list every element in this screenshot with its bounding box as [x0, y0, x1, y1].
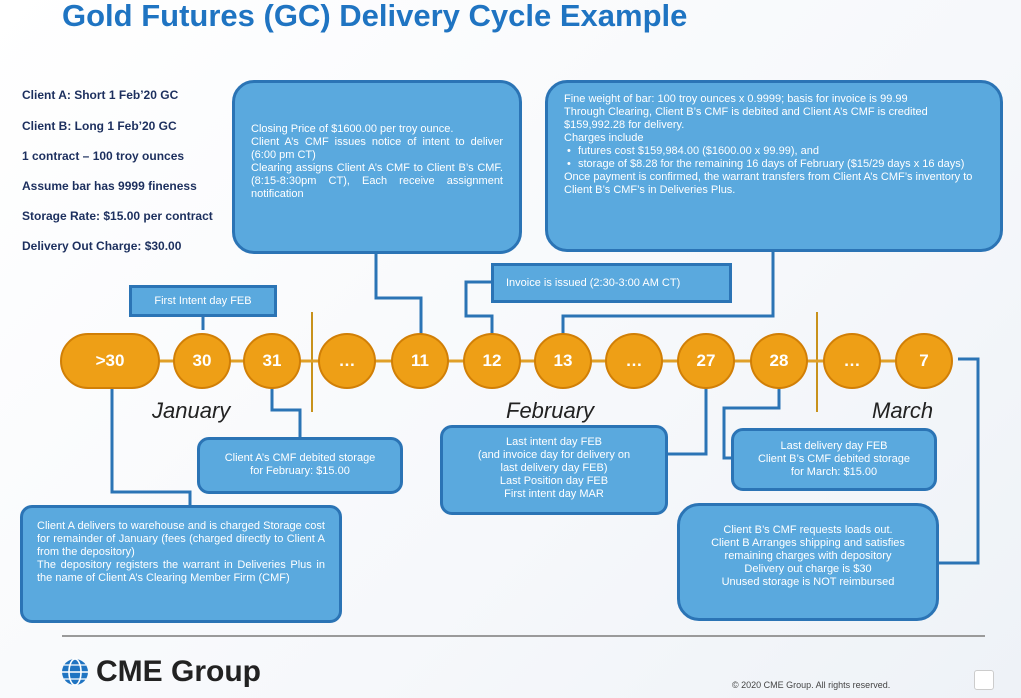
timeline-node: 11	[391, 333, 449, 389]
timeline-node: …	[823, 333, 881, 389]
logo-text: CME Group	[96, 655, 261, 688]
month-label-march: March	[872, 398, 934, 423]
spec-contract-size: 1 contract – 100 troy ounces	[22, 149, 185, 163]
timeline-node: …	[605, 333, 663, 389]
connector-last-delivery	[722, 386, 781, 460]
connector-payment	[561, 250, 775, 335]
globe-icon	[62, 658, 88, 686]
warehouse-delivery-box: Client A delivers to warehouse and is ch…	[20, 505, 342, 623]
corner-marker	[974, 670, 994, 690]
page-title: Gold Futures (GC) Delivery Cycle Example	[62, 0, 688, 33]
loads-out-box: Client B’s CMF requests loads out. Clien…	[677, 503, 939, 621]
timeline-node: 30	[173, 333, 231, 389]
connector-invoice	[464, 280, 494, 335]
connector-last-intent	[668, 386, 708, 456]
last-intent-box: Last intent day FEB (and invoice day for…	[440, 425, 668, 515]
timeline-node: 7	[895, 333, 953, 389]
month-label-february: February	[506, 398, 595, 423]
timeline-node: 27	[677, 333, 735, 389]
connector-loads-out	[938, 357, 980, 565]
timeline-node: 31	[243, 333, 301, 389]
charge-item: storage of $8.28 for the remaining 16 da…	[567, 158, 984, 171]
connector-debit-storage	[270, 386, 302, 440]
spec-client-b: Client B: Long 1 Feb’20 GC	[22, 119, 177, 133]
copyright: © 2020 CME Group. All rights reserved.	[732, 680, 891, 690]
cme-group-logo: CME Group	[60, 655, 261, 689]
timeline-node: 12	[463, 333, 521, 389]
spec-fineness: Assume bar has 9999 fineness	[22, 179, 197, 193]
month-label-january: January	[152, 398, 231, 423]
timeline-node: >30	[60, 333, 160, 389]
spec-delivery-out: Delivery Out Charge: $30.00	[22, 239, 182, 253]
charge-item: futures cost $159,984.00 ($1600.00 x 99.…	[567, 145, 984, 158]
timeline-node: …	[318, 333, 376, 389]
timeline-node: 28	[750, 333, 808, 389]
connector-warehouse	[110, 386, 192, 508]
closing-price-box: Closing Price of $1600.00 per troy ounce…	[232, 80, 522, 254]
connector-closing	[374, 253, 423, 335]
last-delivery-box: Last delivery day FEB Client B’s CMF deb…	[731, 428, 937, 491]
first-intent-box: First Intent day FEB	[129, 285, 277, 317]
spec-client-a: Client A: Short 1 Feb’20 GC	[22, 88, 179, 102]
payment-box: Fine weight of bar: 100 troy ounces x 0.…	[545, 80, 1003, 252]
debit-storage-box: Client A’s CMF debited storage for Febru…	[197, 437, 403, 494]
timeline-node: 13	[534, 333, 592, 389]
spec-storage-rate: Storage Rate: $15.00 per contract	[22, 209, 213, 223]
charges-list: futures cost $159,984.00 ($1600.00 x 99.…	[564, 145, 984, 171]
invoice-issued-box: Invoice is issued (2:30-3:00 AM CT)	[491, 263, 732, 303]
